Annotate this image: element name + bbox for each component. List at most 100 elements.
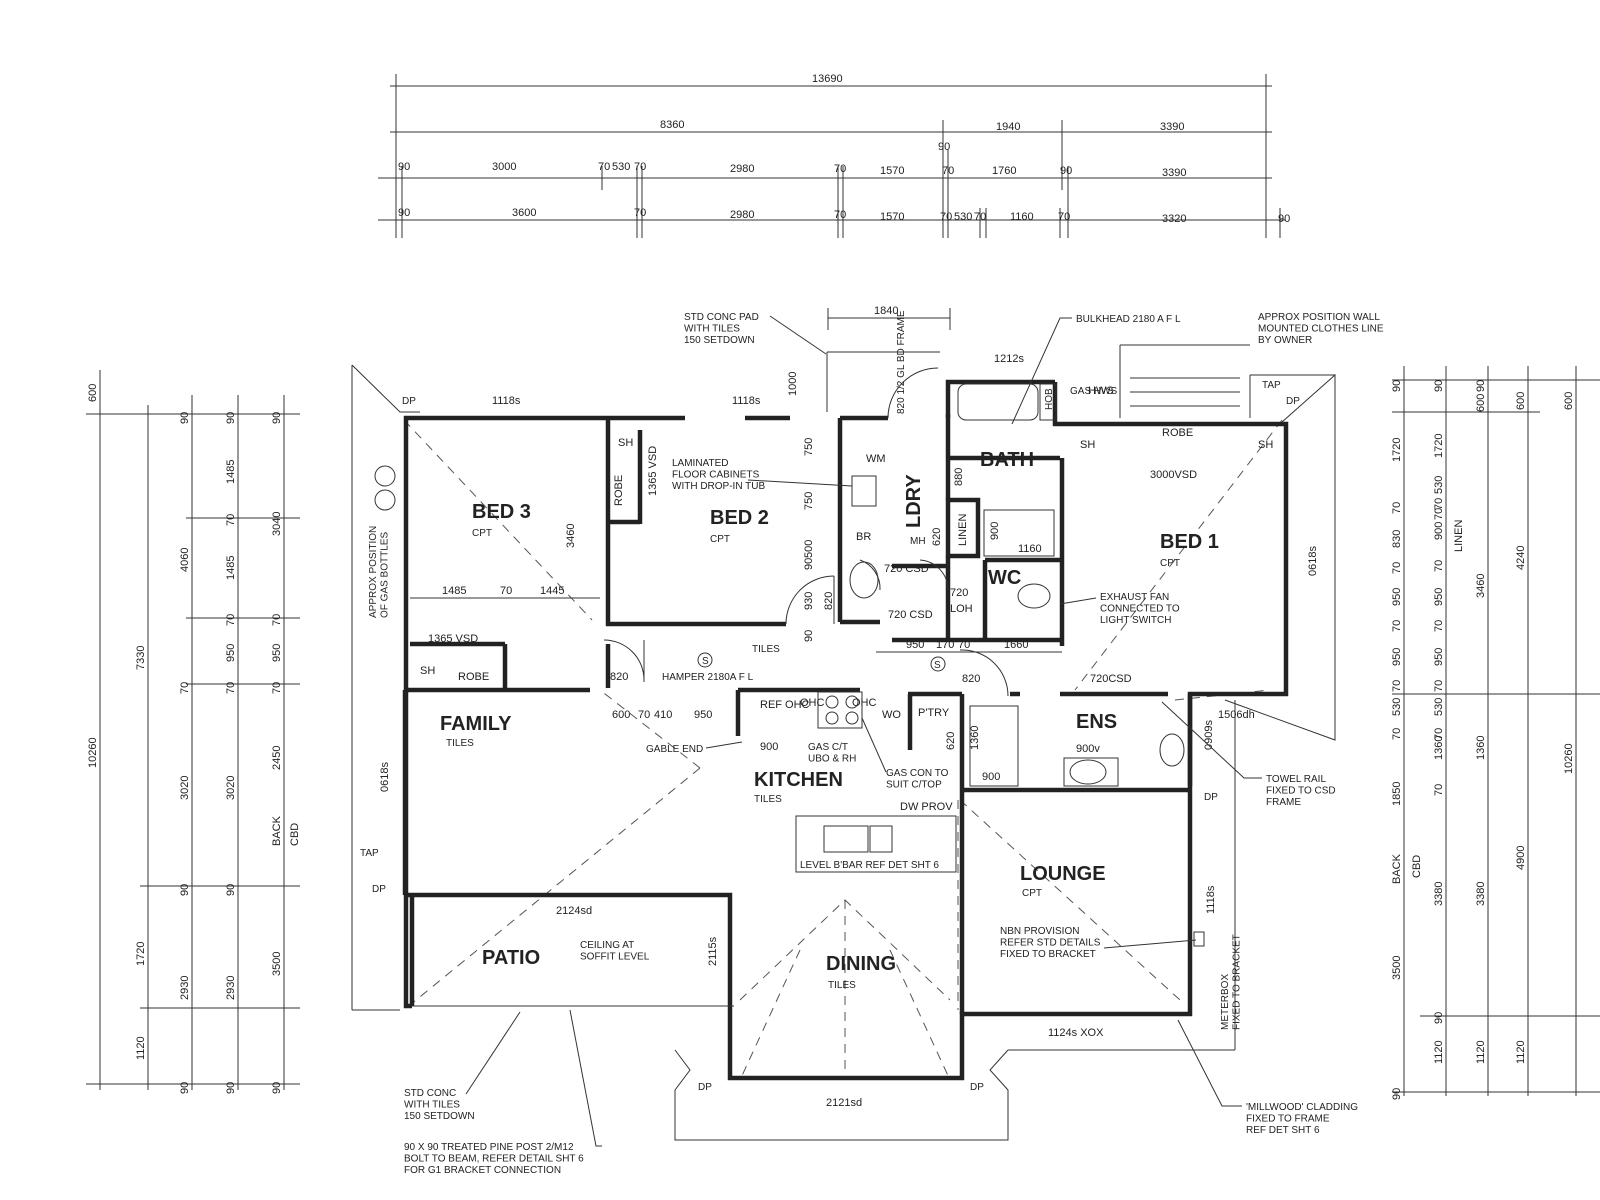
dim-right-c1-70b: 70 <box>1391 562 1403 574</box>
note-dp-b: DP <box>1286 396 1300 407</box>
room-bed3-floor: CPT <box>472 528 492 539</box>
dim-right-c1-950a: 950 <box>1391 588 1403 606</box>
dim-90a: 90 <box>803 558 815 570</box>
dim-1840: 1840 <box>874 305 898 317</box>
dim-720: 720 <box>950 587 968 599</box>
note-tiles: TILES <box>752 644 780 655</box>
dim-r3-1760: 1760 <box>992 165 1016 177</box>
dim-1360: 1360 <box>969 726 981 750</box>
dim-top-13690: 13690 <box>812 73 843 85</box>
dim-right-c3-600: 600 <box>1475 394 1487 412</box>
dim-r3-90: 90 <box>398 161 410 173</box>
dim-r3-70b: 70 <box>634 161 646 173</box>
dim-1118s-c: 1118s <box>1205 885 1217 914</box>
dim-right-c1-70d: 70 <box>1391 680 1403 692</box>
dim-sh-a: SH <box>420 665 435 677</box>
note-dp-d: DP <box>1204 792 1218 803</box>
dim-dw-prov: DW PROV <box>900 801 953 813</box>
interior-dimensions: 1840 1000 1118s 1118s 3460 1485 70 1445 … <box>379 305 1319 1109</box>
doors <box>603 367 1009 697</box>
dim-r4-1570: 1570 <box>880 211 904 223</box>
dim-left-1120: 1120 <box>135 1036 147 1060</box>
dim-900-kitchen: 900 <box>760 741 778 753</box>
dim-1124s-xox: 1124s XOX <box>1048 1027 1104 1039</box>
dim-right-c1-1850: 1850 <box>1391 782 1403 806</box>
note-mh: MH <box>910 536 926 547</box>
dim-900-shower: 900 <box>989 522 1001 540</box>
left-dimension-strings: 600 10260 7330 1720 1120 90 4060 70 3020… <box>86 370 301 1094</box>
dim-70: 70 <box>500 585 512 597</box>
dim-r3-90b: 90 <box>1060 165 1072 177</box>
dim-robe-c: ROBE <box>1162 427 1193 439</box>
dim-900-ens: 900 <box>982 771 1000 783</box>
dim-br: BR <box>856 531 871 543</box>
dim-left-c4-70c: 70 <box>225 682 237 694</box>
dim-2121sd: 2121sd <box>826 1097 862 1109</box>
note-dp-a: DP <box>402 396 416 407</box>
room-bed3-name: BED 3 <box>472 501 531 523</box>
dim-ohc-a: OHC <box>800 697 825 709</box>
dim-left-7330: 7330 <box>135 646 147 670</box>
dim-880: 880 <box>953 468 965 486</box>
dim-90b: 90 <box>803 630 815 642</box>
dim-sh-c: SH <box>1080 439 1095 451</box>
dim-sh-d: SH <box>1258 439 1273 451</box>
dim-left-c5-3040: 3040 <box>271 512 283 536</box>
dim-r4-90: 90 <box>398 207 410 219</box>
dim-r3-1570: 1570 <box>880 165 904 177</box>
exterior-walls <box>402 379 1289 1081</box>
dim-right-c3-1120: 1120 <box>1475 1040 1487 1064</box>
dim-left-c4-1485a: 1485 <box>225 460 237 484</box>
dim-right-c2-950b: 950 <box>1433 648 1445 666</box>
dim-620: 620 <box>931 528 943 546</box>
dim-right-c1-950b: 950 <box>1391 648 1403 666</box>
top-dimension-strings: 13690 8360 90 1940 3390 90 3000 70 530 7… <box>378 73 1290 238</box>
room-kitchen-floor: TILES <box>754 794 782 805</box>
dim-r4-90b: 90 <box>1278 213 1290 225</box>
note-bulkhead: BULKHEAD 2180 A F L <box>1076 314 1181 325</box>
dim-1118s-a: 1118s <box>492 395 521 407</box>
dim-top-1940: 1940 <box>996 121 1020 133</box>
dim-wm: WM <box>866 453 886 465</box>
dim-right-c4-4900: 4900 <box>1515 846 1527 870</box>
dim-right-c2-950a: 950 <box>1433 588 1445 606</box>
room-lounge-floor: CPT <box>1022 888 1042 899</box>
dim-right-c1-70c: 70 <box>1391 620 1403 632</box>
dim-820b: 820 <box>610 671 628 683</box>
dim-right-c2-90a: 90 <box>1433 380 1445 392</box>
dim-left-c4-1485b: 1485 <box>225 556 237 580</box>
dim-1365vsd-b: 1365 VSD <box>647 446 659 496</box>
dim-sh-b: SH <box>618 437 633 449</box>
dim-right-c1-back: BACK <box>1391 853 1403 884</box>
dim-right-c4-4240: 4240 <box>1515 546 1527 570</box>
dim-1660: 1660 <box>1004 639 1028 651</box>
dim-r3-3390: 3390 <box>1162 167 1186 179</box>
dim-right-c2-900: 900 <box>1433 522 1445 540</box>
dim-1445: 1445 <box>540 585 564 597</box>
note-bulk-frame: 820 1/2 GL BD FRAME <box>896 310 907 414</box>
dim-right-c1-cbd: CBD <box>1411 855 1423 878</box>
dim-ref-ohc: REF OHC <box>760 699 810 711</box>
dim-170: 170 <box>936 639 954 651</box>
dim-1118s-b: 1118s <box>732 395 761 407</box>
dim-r4-70b: 70 <box>834 209 846 221</box>
dim-right-c2-530: 530 <box>1433 698 1445 716</box>
dim-right-c2-linen: LINEN <box>1453 520 1465 552</box>
dim-left-c5-back: BACK <box>271 815 283 846</box>
dim-right-c2-530: 530 <box>1433 476 1445 494</box>
dim-0618s-b: 0618s <box>379 762 391 792</box>
dim-left-c5-70a: 70 <box>271 614 283 626</box>
dim-top-90a: 90 <box>938 141 950 153</box>
note-tap-a: TAP <box>1262 380 1281 391</box>
note-hob: HOB <box>1044 388 1055 410</box>
dim-left-c4-2930: 2930 <box>225 976 237 1000</box>
dim-right-c2-70c: 70 <box>1433 560 1445 572</box>
dim-r4-2980: 2980 <box>730 209 754 221</box>
dim-left-c3-3020: 3020 <box>179 776 191 800</box>
dim-hws: HWS <box>1088 385 1114 397</box>
dim-2115s: 2115s <box>707 936 719 966</box>
dim-left-c5-90a: 90 <box>271 412 283 424</box>
